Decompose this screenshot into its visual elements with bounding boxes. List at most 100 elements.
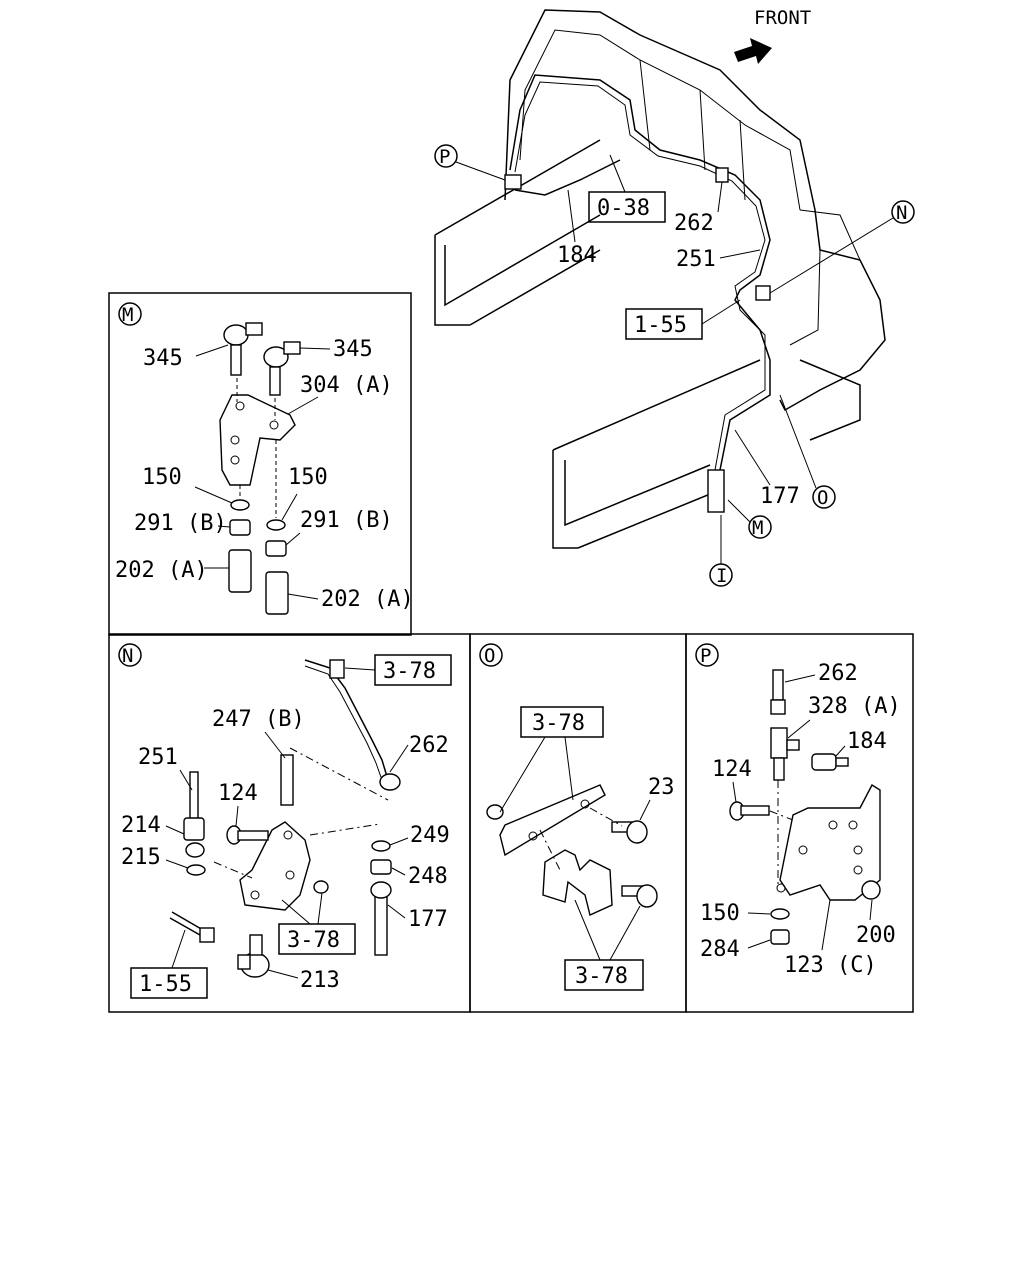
label-150: 150 <box>700 901 740 926</box>
nut-o <box>486 804 504 820</box>
main-view: FRONT P N O <box>434 7 915 587</box>
label-200: 200 <box>856 923 896 948</box>
pipe-route-secondary <box>514 81 766 471</box>
panel-o: O 3-78 3-78 23 <box>469 633 687 1013</box>
label-124: 124 <box>218 781 258 806</box>
callout-o: O <box>779 394 836 509</box>
svg-text:1-55: 1-55 <box>634 313 687 338</box>
svg-text:P: P <box>700 645 711 667</box>
label-251: 251 <box>676 247 716 272</box>
pipe-262 <box>304 659 389 781</box>
banjo-345-left <box>223 322 263 376</box>
panel-n: N <box>108 633 471 1013</box>
nut-284 <box>770 929 790 945</box>
ref-box-1-55: 1-55 <box>625 299 741 340</box>
nut-248 <box>370 859 392 875</box>
svg-text:3-78: 3-78 <box>287 928 340 953</box>
washer-150-left <box>230 499 250 511</box>
ref-box-3-78-bottom: 3-78 <box>564 899 644 991</box>
nut-262 <box>379 773 401 791</box>
ref-box-3-78-top: 3-78 <box>344 654 452 686</box>
nut-214 <box>183 817 205 841</box>
label-291b-right: 291 (B) <box>300 508 393 533</box>
cab-panel-line <box>639 59 746 201</box>
svg-text:O: O <box>484 645 495 667</box>
svg-text:0-38: 0-38 <box>597 196 650 221</box>
svg-text:P: P <box>439 146 450 168</box>
banjo-345-right <box>263 341 301 396</box>
nut-248b <box>313 880 329 894</box>
svg-text:M: M <box>752 517 763 539</box>
callout-i: I <box>709 515 733 587</box>
sleeve-202a-left <box>228 549 252 593</box>
label-23: 23 <box>648 775 675 800</box>
pipe-1-55 <box>169 911 204 936</box>
fitting-m <box>707 469 725 513</box>
label-150-left: 150 <box>142 465 182 490</box>
label-184: 184 <box>557 243 597 268</box>
label-304a: 304 (A) <box>300 373 393 398</box>
fitting-184 <box>811 753 849 771</box>
label-291b-left: 291 (B) <box>134 511 227 536</box>
front-label: FRONT <box>754 7 811 29</box>
cab-outline <box>504 9 886 412</box>
bracket-304a <box>219 394 296 486</box>
washer-150-right <box>266 519 286 531</box>
label-262: 262 <box>674 211 714 236</box>
nut-291b-left <box>229 519 251 536</box>
panel-m: M 345 345 304 (A) <box>108 292 414 636</box>
ref-box-0-38: 0-38 <box>588 154 666 223</box>
washer-215 <box>186 864 206 876</box>
pipe-251 <box>189 771 199 821</box>
nut-291b-right <box>265 540 287 557</box>
nut-200 <box>861 880 881 900</box>
washer-150-p <box>770 908 790 920</box>
pipe-262-p <box>772 669 784 701</box>
nut-215-upper <box>185 842 205 858</box>
callout-p: P <box>434 144 506 181</box>
bolt-23 <box>611 820 648 844</box>
svg-text:I: I <box>716 565 727 587</box>
svg-text:M: M <box>122 304 133 326</box>
svg-text:N: N <box>122 645 133 667</box>
label-124: 124 <box>712 757 752 782</box>
label-214: 214 <box>121 813 161 838</box>
label-247b: 247 (B) <box>212 707 305 732</box>
fitting-n <box>755 285 771 301</box>
pipe-184 <box>514 159 621 196</box>
svg-text:3-78: 3-78 <box>575 964 628 989</box>
frame-rail-lower <box>552 359 861 549</box>
banjo-213 <box>237 934 270 978</box>
connector-328a <box>770 727 788 759</box>
svg-text:N: N <box>896 202 907 224</box>
washer-249 <box>371 840 391 852</box>
cab-step-line <box>789 209 861 346</box>
pipe-route-main <box>509 74 771 471</box>
panel-p: P 262 328 (A) <box>685 633 914 1013</box>
front-arrow-icon <box>734 38 772 64</box>
frame-rail-upper <box>434 139 601 326</box>
label-177: 177 <box>760 484 800 509</box>
ref-box-3-78-bottom: 3-78 <box>278 892 356 955</box>
fitting-262 <box>715 167 729 183</box>
sleeve-202a-right <box>265 571 289 615</box>
label-328a: 328 (A) <box>808 694 901 719</box>
label-184: 184 <box>847 729 887 754</box>
callout-n: N <box>769 200 915 294</box>
label-284: 284 <box>700 937 740 962</box>
label-249: 249 <box>410 823 450 848</box>
fitting-p <box>504 174 522 190</box>
label-202a-right: 202 (A) <box>321 587 414 612</box>
clamp-plate <box>499 784 606 857</box>
svg-text:O: O <box>817 487 828 509</box>
label-251: 251 <box>138 745 178 770</box>
svg-text:3-78: 3-78 <box>383 659 436 684</box>
clamp-saddle <box>542 849 613 916</box>
bolt-124-p <box>729 801 770 821</box>
svg-text:1-55: 1-55 <box>139 972 192 997</box>
bracket-n <box>239 821 311 911</box>
callout-m: M <box>727 499 772 539</box>
label-202a-left: 202 (A) <box>115 558 208 583</box>
ref-box-3-78-top: 3-78 <box>499 706 604 813</box>
